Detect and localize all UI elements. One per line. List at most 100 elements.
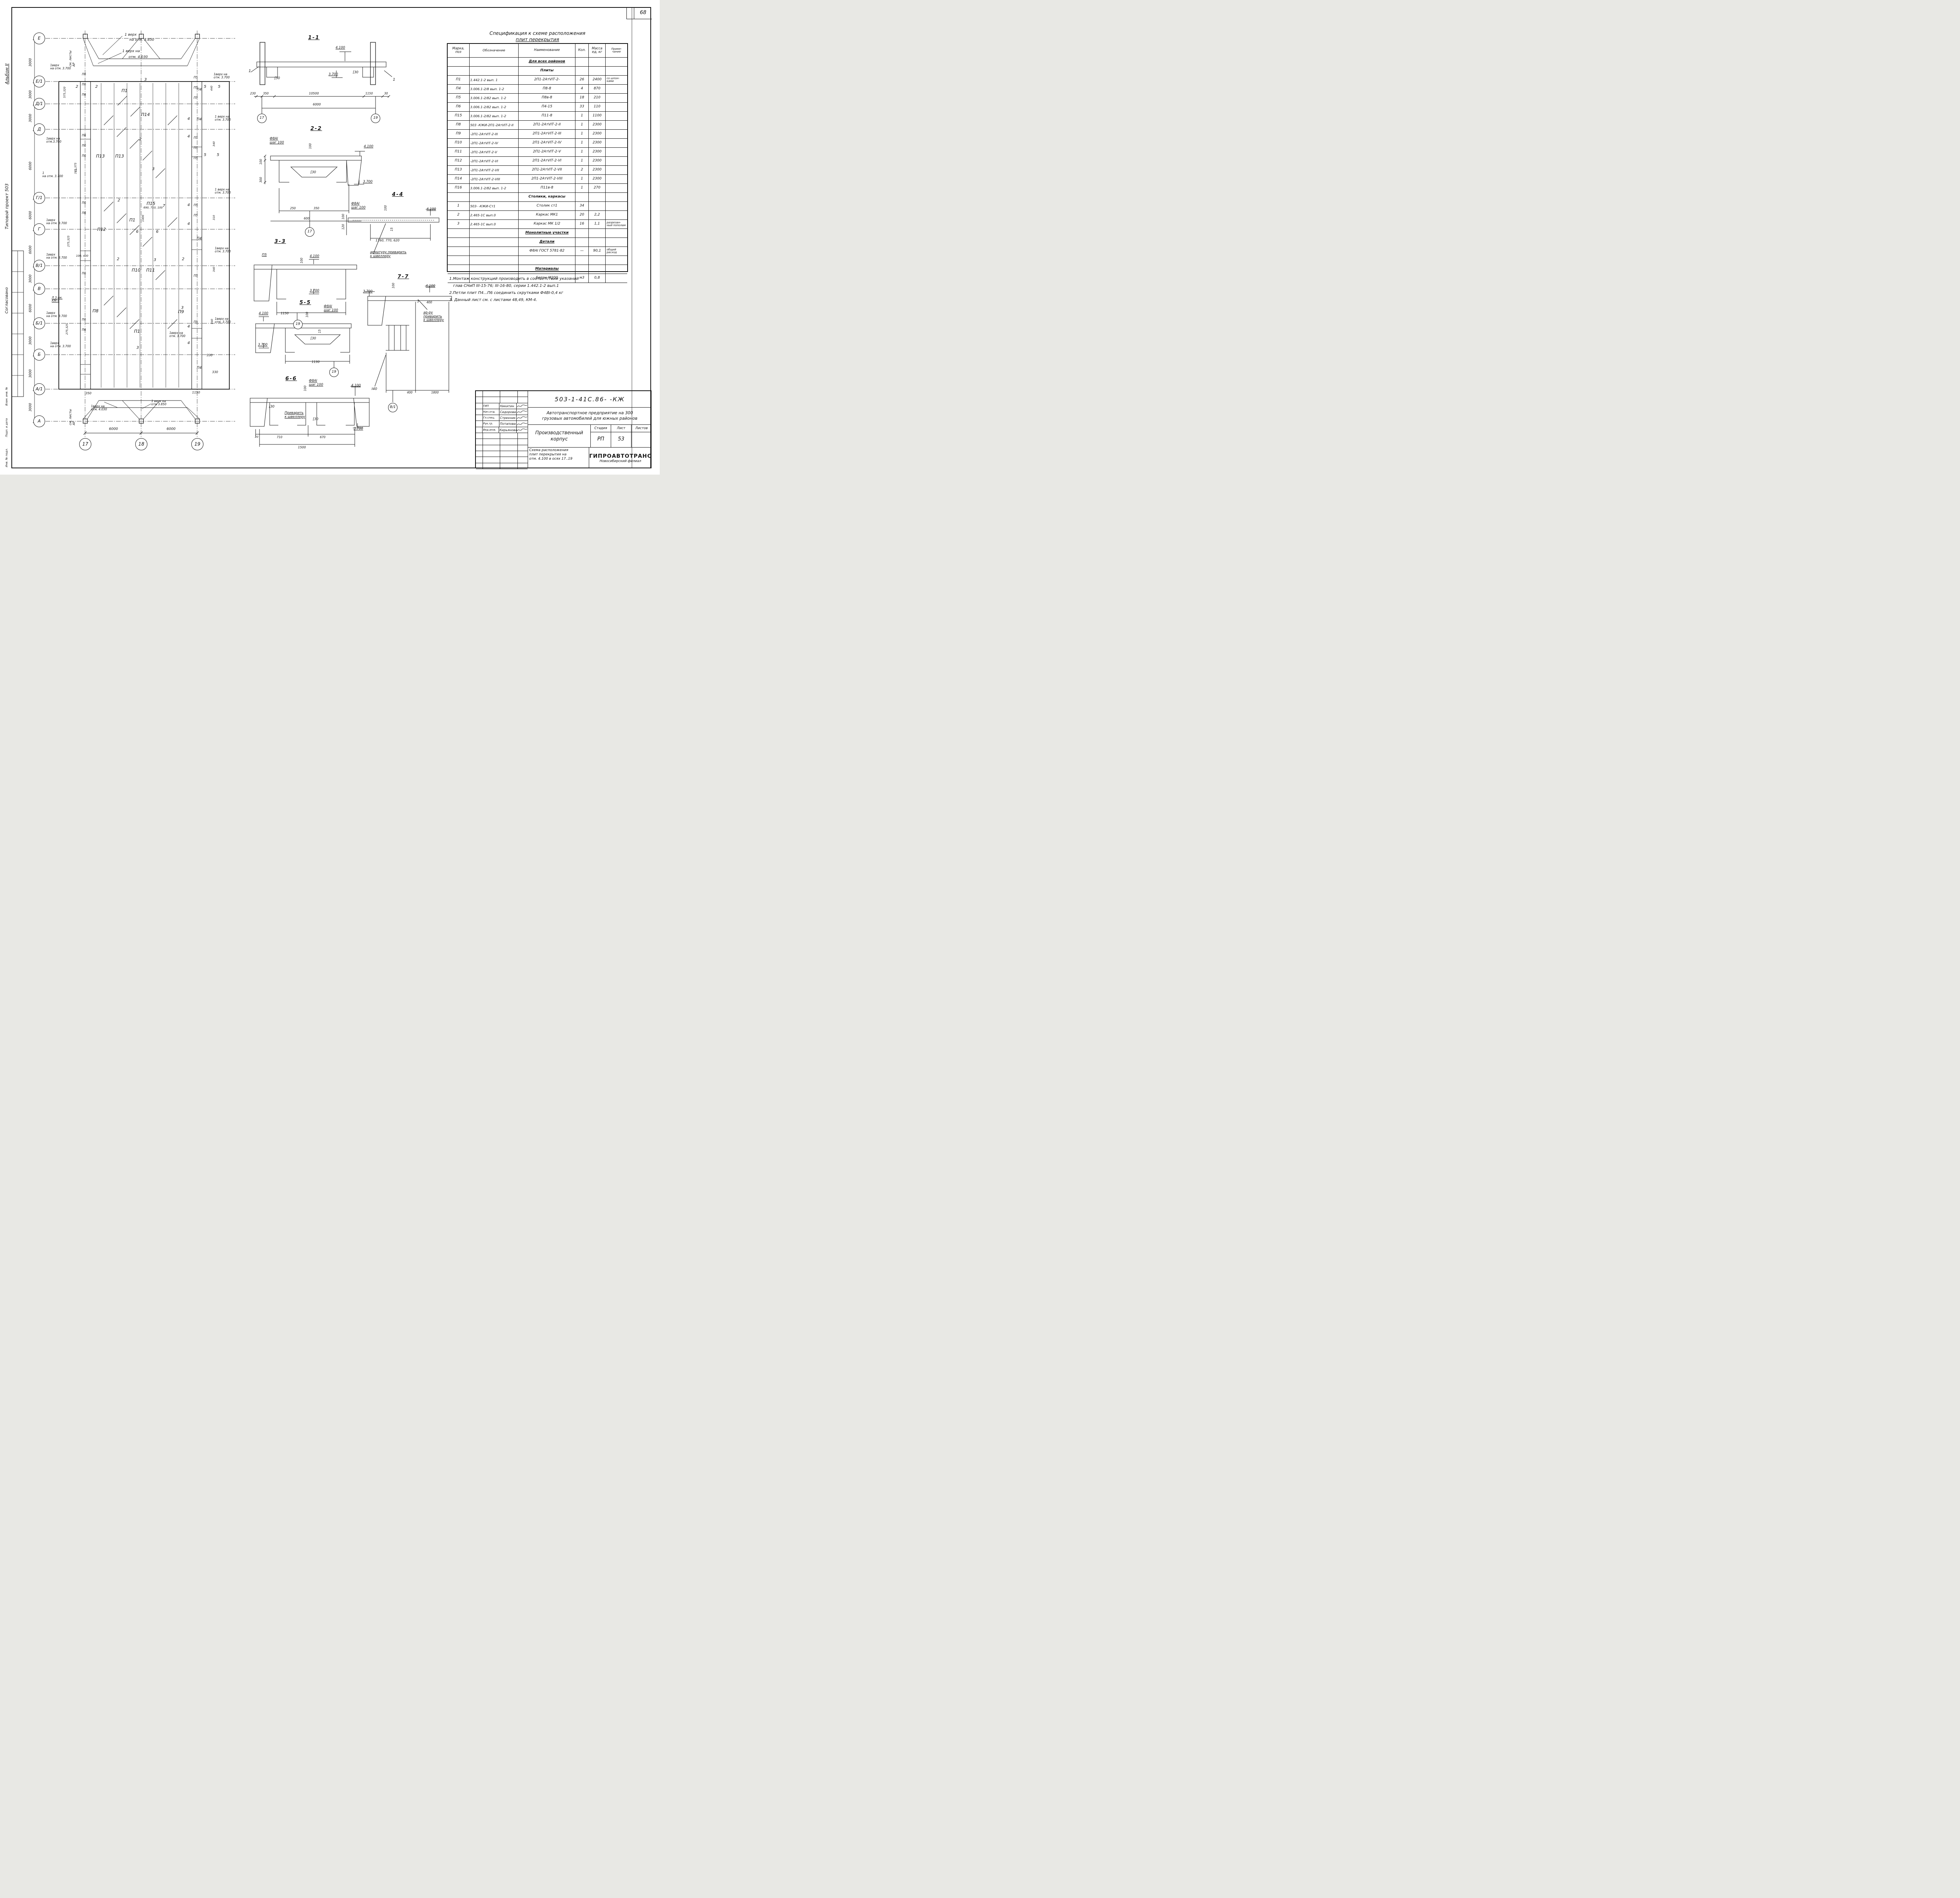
spec-cell: 1 [575, 175, 589, 183]
signer-role: Гл.спец. [483, 415, 500, 421]
spec-cell [606, 130, 627, 138]
spec-cell [470, 256, 519, 265]
spec-row: Для всех районов [448, 58, 627, 67]
spec-cell [606, 94, 627, 102]
spec-cell [448, 229, 470, 237]
spec-cell [448, 274, 470, 283]
spec-cell: Плиты [519, 67, 576, 75]
spec-cell: Бетон М200 [519, 274, 576, 283]
spec-cell [589, 238, 606, 247]
spec-cell: -2П1-2АтVIТ-2-IV [470, 139, 519, 147]
spec-cell [606, 139, 627, 147]
spec-cell [575, 67, 589, 75]
spec-row: Монолитные участки [448, 229, 627, 238]
spec-cell [606, 238, 627, 247]
spec-cell: -2П1-2АтVIТ-2-V [470, 148, 519, 156]
spec-cell: П15 [448, 112, 470, 120]
spec-cell: 1 [575, 157, 589, 165]
spec-cell: П8-8 [519, 85, 576, 93]
spec-cell [606, 148, 627, 156]
spec-cell: 503 -КЖИ-2П1-2АтVIТ-2-II [470, 121, 519, 129]
spec-cell [448, 256, 470, 265]
spec-cell: 3.006.1-2/82 вып. 1-2 [470, 94, 519, 102]
spec-cell: 1,1 [589, 220, 606, 228]
signature-row: Вед.инж.Кирьянова [476, 427, 528, 433]
signature-row: Нач.отд.Сидорова [476, 409, 528, 415]
spec-cell: -2П1-2АтVIТ-2-VII [470, 166, 519, 174]
spec-cell: Материалы [519, 265, 576, 274]
spec-cell: 3.006.1-2/82 вып. 1-2 [470, 184, 519, 192]
spec-cell: П14 [448, 175, 470, 183]
spec-cell [448, 193, 470, 201]
spec-cell: 2.465-1С вып.0 [470, 211, 519, 219]
section-3-3-graphics [254, 259, 357, 320]
spec-cell: Столик ст1 [519, 202, 576, 210]
sheets-header: Листов [635, 426, 648, 430]
signature-row [476, 397, 528, 403]
organization: ГИПРОАВТОТРАНС Новосибирский филиал [589, 448, 652, 468]
spec-cell: П9 [448, 130, 470, 138]
spec-cell: П1 [448, 76, 470, 84]
spec-cell [448, 238, 470, 247]
spec-cell: Столики, каркасы [519, 193, 576, 201]
spec-cell [606, 67, 627, 75]
spec-cell: 34 [575, 202, 589, 210]
spec-cell: разрезан- ный пополам [606, 221, 626, 227]
spec-cell [575, 229, 589, 237]
spec-cell [470, 58, 519, 66]
spec-cell: П11в-8 [519, 184, 576, 192]
spec-cell [606, 175, 627, 183]
spec-cell: 2П1-2АтVIТ-2-VII [519, 166, 576, 174]
spec-cell [589, 58, 606, 66]
sheet-frame [11, 7, 651, 468]
spec-cell [606, 157, 627, 165]
spec-header-name: Наименование [519, 44, 576, 57]
title-block-right: 503-1-41С.86- -КЖ Автотранспортное предп… [528, 391, 652, 468]
spec-cell: 3 [448, 220, 470, 228]
spec-cell: 2 [448, 211, 470, 219]
spec-row: Плиты [448, 67, 627, 76]
spec-cell [575, 58, 589, 66]
spec-cell [589, 202, 606, 210]
spec-cell: — [575, 247, 589, 256]
spec-cell: Детали [519, 238, 576, 247]
spec-cell [589, 229, 606, 237]
spec-cell [589, 193, 606, 201]
spec-cell [606, 112, 627, 120]
spec-cell [448, 247, 470, 256]
spec-cell: 1 [575, 148, 589, 156]
section-4-4-graphics [346, 209, 439, 254]
spec-cell [470, 238, 519, 247]
spec-cell: Монолитные участки [519, 229, 576, 237]
signature [517, 427, 528, 433]
sheet-value: 53 [611, 432, 632, 447]
section-2-2-graphics [263, 151, 365, 227]
section-6-6-graphics [250, 386, 370, 447]
spec-cell: 210 [589, 94, 606, 102]
spec-cell: П5 [448, 94, 470, 102]
page-number-spacer [627, 7, 634, 19]
spec-cell: Ф8АI ГОСТ 5781-82 [519, 247, 576, 256]
spec-cell: 2 [575, 166, 589, 174]
spec-cell [589, 256, 606, 265]
document-number: 503-1-41С.86- -КЖ [528, 391, 652, 408]
spec-cell: 3.006.1-2/82 вып. 1-2 [470, 103, 519, 111]
spec-cell [589, 67, 606, 75]
signer-role: Нач.отд. [483, 409, 500, 415]
spec-cell: м3 [575, 274, 589, 283]
spec-cell [470, 67, 519, 75]
spec-cell: 1 [575, 139, 589, 147]
page-number: 68 [640, 10, 646, 16]
signer-name: Сидорова [499, 409, 517, 415]
spec-table: Марка, поз Обозначение Наименование Кол.… [447, 43, 628, 283]
signature-row [476, 439, 528, 445]
spec-cell: 2П1-2АтVIТ-2-V [519, 148, 576, 156]
spec-cell [606, 193, 627, 201]
